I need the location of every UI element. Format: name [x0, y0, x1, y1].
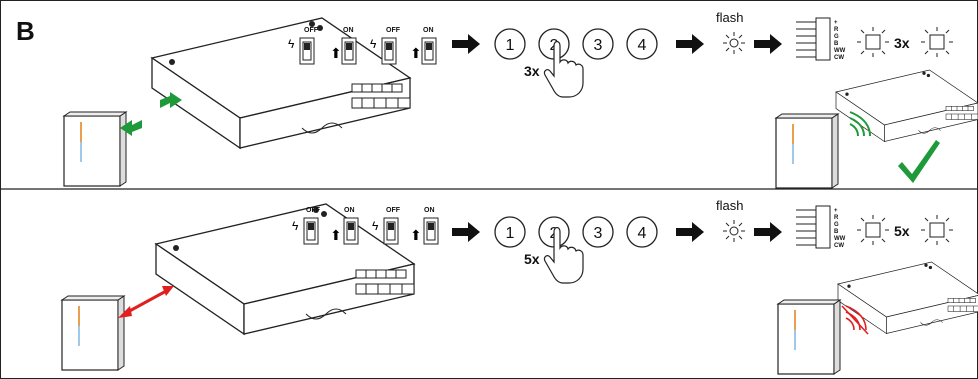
arrow-right-icon [452, 222, 480, 242]
power-switch-sequence: ϟ OFF ⬆ ON ϟ OFF ⬆ ON [288, 27, 437, 65]
channel-label: WW [834, 236, 846, 242]
channel-label: CW [834, 55, 844, 61]
zone-button-4[interactable] [626, 28, 658, 60]
lightning-icon: ϟ [292, 219, 299, 233]
zone-button-label: 1 [506, 37, 515, 54]
arrow-right-icon [676, 34, 704, 54]
switch-label: OFF [306, 207, 321, 214]
switch-label: OFF [304, 27, 319, 34]
zone-button-1[interactable] [494, 28, 526, 60]
channel-label: B [834, 229, 839, 235]
switch-label: OFF [386, 27, 401, 34]
zone-button-4[interactable] [626, 216, 658, 248]
zone-button-1[interactable] [494, 216, 526, 248]
press-count: 5x [524, 251, 540, 267]
check-icon [898, 140, 940, 183]
arrow-right-icon [452, 34, 480, 54]
zone-button-label: 4 [638, 37, 647, 54]
lamp-blink-icon [856, 26, 890, 58]
wall-remote [61, 295, 125, 371]
led-strip-connector: + R G B WW CW [796, 205, 846, 249]
arrow-up-icon: ⬆ [330, 45, 342, 61]
arrow-right-icon [754, 222, 782, 242]
blink-count: 5x [894, 223, 910, 239]
lightning-icon: ϟ [370, 37, 377, 51]
closing-arrows [120, 92, 182, 136]
separating-arrows [118, 286, 174, 318]
wall-remote-small [775, 113, 839, 189]
wall-remote [63, 111, 127, 187]
power-switch-sequence: ϟ OFF ⬆ ON ϟ OFF ⬆ ON [292, 207, 439, 245]
lightning-icon: ϟ [288, 37, 295, 51]
blink-count: 3x [894, 35, 910, 51]
zone-button-3[interactable] [582, 28, 614, 60]
led-strip-connector: + R G B WW CW [796, 17, 846, 61]
flash-sun-icon [722, 31, 746, 55]
crossed-signal-icon [841, 305, 869, 335]
row-unpair: ϟ OFF ⬆ ON ϟ OFF ⬆ ON 1 2 3 4 5x flash [61, 198, 978, 375]
zone-button-label: 4 [638, 225, 647, 242]
arrow-up-icon: ⬆ [410, 227, 422, 243]
zone-button-label: 3 [594, 37, 603, 54]
switch-label: ON [343, 27, 354, 34]
zone-button-3[interactable] [582, 216, 614, 248]
channel-label: WW [834, 48, 846, 54]
switch-label: ON [344, 207, 355, 214]
zone-buttons: 1 2 3 4 [494, 216, 658, 248]
channel-label: R [834, 215, 839, 221]
channel-label: G [834, 34, 839, 40]
lamp-blink-icon [920, 26, 954, 58]
switch-label: ON [424, 207, 435, 214]
lamp-blink-icon [920, 214, 954, 246]
arrow-up-icon: ⬆ [330, 227, 342, 243]
zone-button-label: 1 [506, 225, 515, 242]
signal-waves-icon [849, 111, 871, 137]
channel-label: G [834, 222, 839, 228]
arrow-right-icon [754, 34, 782, 54]
zone-button-label: 3 [594, 225, 603, 242]
press-count: 3x [524, 63, 540, 79]
wall-remote-small [777, 299, 841, 375]
channel-label: + [834, 208, 838, 214]
channel-label: B [834, 41, 839, 47]
flash-sun-icon [722, 219, 746, 243]
flash-label: flash [716, 198, 743, 213]
switch-label: ON [423, 27, 434, 34]
lamp-blink-icon [856, 214, 890, 246]
channel-label: R [834, 27, 839, 33]
arrow-right-icon [676, 222, 704, 242]
channel-label: + [834, 20, 838, 26]
lightning-icon: ϟ [372, 219, 379, 233]
flash-label: flash [716, 10, 743, 25]
panel-label: B [16, 16, 35, 46]
switch-label: OFF [386, 207, 401, 214]
zone-buttons: 1 2 3 4 [494, 28, 658, 60]
arrow-up-icon: ⬆ [410, 45, 422, 61]
channel-label: CW [834, 243, 844, 249]
row-pair: ϟ OFF ⬆ ON ϟ OFF ⬆ ON 1 2 3 4 3x [63, 10, 978, 189]
